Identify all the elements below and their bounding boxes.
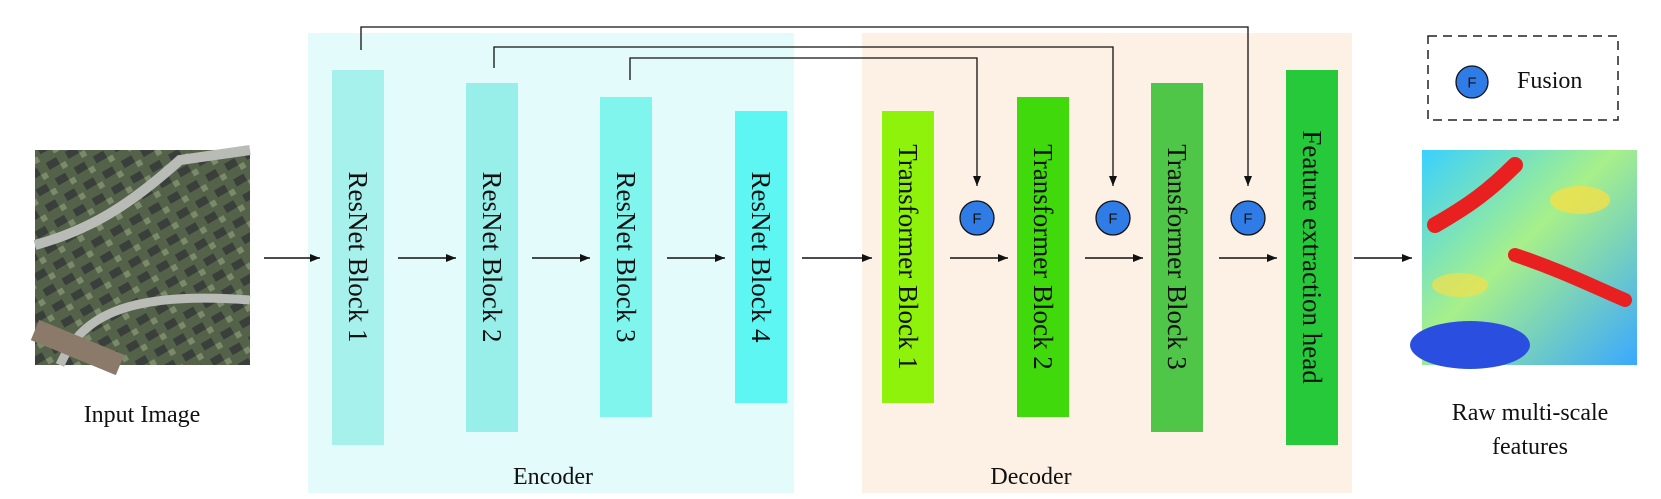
output-feature-map [1410, 150, 1637, 369]
transformer-block-3 [1151, 83, 1203, 432]
transformer-block-3-label: Transformer Block 3 [1162, 144, 1192, 369]
decoder-region [862, 33, 1352, 493]
resnet-block-4 [735, 111, 787, 403]
resnet-block-1 [332, 70, 384, 445]
encoder-region [308, 33, 794, 493]
output-caption-line-1: Raw multi-scale [1452, 400, 1609, 426]
transformer-block-2-label: Transformer Block 2 [1028, 144, 1058, 369]
transformer-block-1-label: Transformer Block 1 [893, 144, 923, 369]
fusion-node-3-symbol: F [1243, 211, 1252, 228]
legend-fusion-symbol: F [1467, 75, 1476, 92]
fusion-node-3: F [1230, 200, 1266, 236]
resnet-block-1-label: ResNet Block 1 [343, 172, 373, 343]
fusion-node-2-symbol: F [1108, 211, 1117, 228]
transformer-block-1 [882, 111, 934, 403]
skip-connection-3 [629, 57, 981, 186]
legend-fusion-label: Fusion [1517, 68, 1582, 94]
fusion-node-1: F [959, 200, 995, 236]
skip-connection-2 [493, 46, 1117, 186]
resnet-block-4-label: ResNet Block 4 [746, 172, 776, 343]
legend-fusion-icon [1455, 65, 1489, 99]
input-image [30, 145, 251, 376]
resnet-block-2 [466, 83, 518, 432]
output-caption-line-2: features [1492, 434, 1568, 460]
skip-connections [360, 26, 1252, 186]
resnet-block-3-label: ResNet Block 3 [611, 172, 641, 343]
feature-extraction-head [1286, 70, 1338, 445]
transformer-block-2 [1017, 97, 1069, 417]
resnet-block-3 [600, 97, 652, 417]
decoder-label: Decoder [990, 464, 1071, 490]
encoder-label: Encoder [513, 464, 593, 490]
resnet-block-2-label: ResNet Block 2 [477, 172, 507, 343]
skip-connection-1 [360, 26, 1252, 186]
fusion-node-2: F [1095, 200, 1131, 236]
feature-extraction-head-label: Feature extraction head [1297, 130, 1327, 384]
fusion-node-1-symbol: F [972, 211, 981, 228]
input-image-caption: Input Image [84, 402, 201, 428]
legend: F Fusion [1427, 35, 1619, 121]
